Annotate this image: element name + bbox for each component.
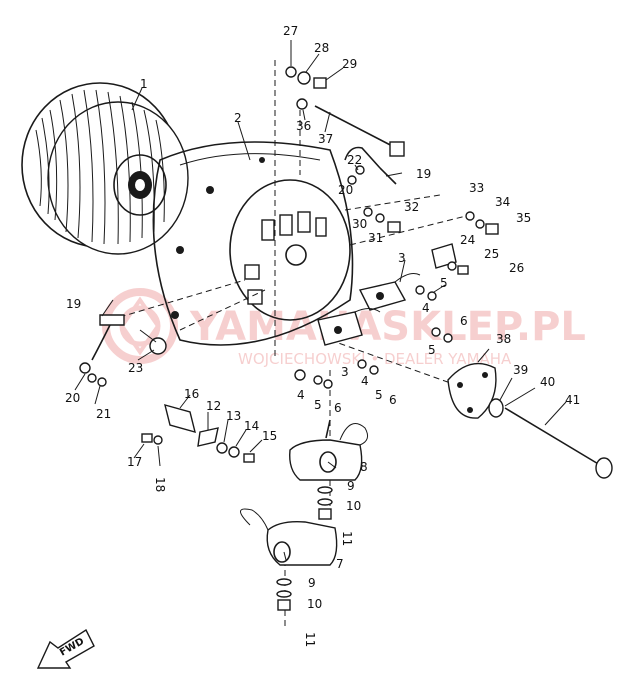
part-number-39: 39	[513, 363, 528, 377]
part-number-11b: 11	[303, 632, 317, 647]
part-number-6b: 6	[334, 401, 342, 415]
part-number-15: 15	[262, 429, 277, 443]
part-number-5c: 5	[314, 398, 322, 412]
part-number-11a: 11	[340, 531, 354, 546]
part-number-20a: 20	[65, 391, 80, 405]
part-number-19b: 19	[416, 167, 431, 181]
part-number-17: 17	[127, 455, 142, 469]
part-number-26: 26	[509, 261, 524, 275]
watermark-tagline: WOJCIECHOWSKI • DEALER YAMAHA	[238, 350, 512, 368]
part-number-24: 24	[460, 233, 475, 247]
part-number-19a: 19	[66, 297, 81, 311]
part-number-5a: 5	[440, 276, 448, 290]
part-number-21: 21	[96, 407, 111, 421]
part-number-22: 22	[347, 153, 362, 167]
part-number-34: 34	[495, 195, 510, 209]
part-number-13: 13	[226, 409, 241, 423]
part-number-4b: 4	[297, 388, 305, 402]
part-number-16: 16	[184, 387, 199, 401]
advancer-assembly	[447, 362, 613, 479]
part-number-30: 30	[352, 217, 367, 231]
part-number-31: 31	[368, 231, 383, 245]
fwd-arrow: FWD	[36, 628, 95, 669]
part-number-29: 29	[342, 57, 357, 71]
top-fasteners	[285, 66, 405, 157]
part-number-35: 35	[516, 211, 531, 225]
part-number-20b: 20	[338, 183, 353, 197]
part-number-25: 25	[484, 247, 499, 261]
part-number-3a: 3	[398, 251, 406, 265]
part-number-40: 40	[540, 375, 555, 389]
part-number-28: 28	[314, 41, 329, 55]
ignition-coil-upper	[289, 419, 369, 520]
part-number-10b: 10	[307, 597, 322, 611]
part-number-2: 2	[234, 111, 242, 125]
right-fasteners	[363, 207, 499, 275]
contact-breaker-lower	[294, 308, 381, 389]
part-number-5b: 5	[428, 343, 436, 357]
part-number-38: 38	[496, 332, 511, 346]
rotor-part	[21, 82, 189, 255]
leader-lines	[74, 40, 567, 561]
part-number-3b: 3	[341, 365, 349, 379]
part-number-9a: 9	[347, 479, 355, 493]
part-number-7: 7	[336, 557, 344, 571]
part-number-12: 12	[206, 399, 221, 413]
bracket-set	[141, 404, 255, 463]
part-number-1: 1	[140, 77, 148, 91]
part-number-32: 32	[404, 200, 419, 214]
part-number-4c: 4	[361, 374, 369, 388]
part-number-33: 33	[469, 181, 484, 195]
stator-housing-part	[152, 141, 354, 346]
contact-breaker-upper	[358, 273, 453, 343]
part-number-10a: 10	[346, 499, 361, 513]
part-number-9b: 9	[308, 576, 316, 590]
part-number-23: 23	[128, 361, 143, 375]
left-clip-set	[79, 314, 167, 387]
part-number-4a: 4	[422, 301, 430, 315]
part-number-14: 14	[244, 419, 259, 433]
part-number-41: 41	[565, 393, 580, 407]
part-number-37: 37	[318, 132, 333, 146]
part-number-18: 18	[153, 477, 167, 492]
part-number-6a: 6	[460, 314, 468, 328]
part-number-36: 36	[296, 119, 311, 133]
part-number-labels: 1233444555566678991010111112131415161718…	[65, 24, 580, 647]
ignition-coil-lower	[240, 508, 338, 611]
part-number-6c: 6	[389, 393, 397, 407]
part-number-5d: 5	[375, 388, 383, 402]
part-number-27: 27	[283, 24, 298, 38]
part-number-8: 8	[360, 460, 368, 474]
